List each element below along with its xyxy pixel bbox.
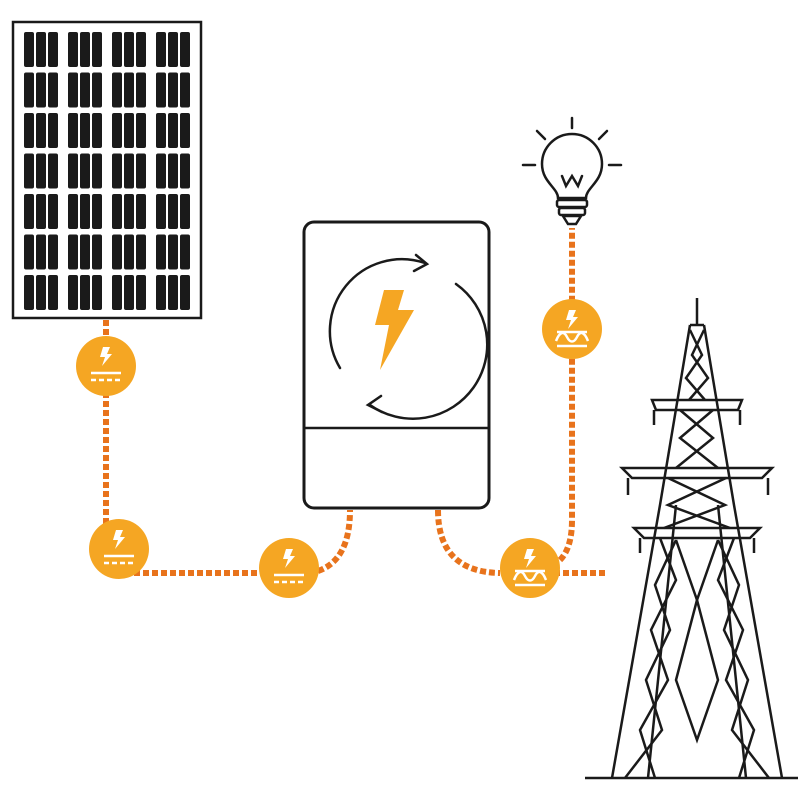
solar-cell [156,32,190,67]
solar-cell [156,153,190,189]
solar-cell [112,234,146,270]
solar-cell [24,275,58,310]
solar-cell [24,234,58,270]
solar-cell [24,113,58,148]
light-bulb-icon [521,116,623,226]
bolt-icon [566,310,578,329]
solar-cell [156,194,190,229]
solar-cell [68,234,102,270]
solar-cell [112,153,146,189]
solar-cell [112,72,146,108]
inverter-icon [302,220,491,510]
solar-cell [24,72,58,108]
solar-cell [112,113,146,148]
solar-cell [24,194,58,229]
solar-cell [24,32,58,67]
solar-cell [112,275,146,310]
bolt-icon [283,549,295,568]
dc-symbol-icon [89,519,149,579]
solar-cell [112,194,146,229]
solar-cell [68,113,102,148]
transmission-tower-icon [585,298,798,780]
current-badges [76,299,602,598]
ac-symbol-icon [500,538,560,598]
cycle-arrows-icon [328,253,489,420]
solar-cell [68,194,102,229]
lightning-bolt-icon [375,290,414,370]
solar-cells [24,32,190,310]
bolt-icon [524,549,536,568]
solar-cell [68,275,102,310]
wire-dc-to-inverter [316,509,353,574]
solar-cell [156,72,190,108]
dc-symbol-icon [259,538,319,598]
wire-inverter-out [435,509,501,576]
solar-panel-icon [11,20,203,320]
solar-cell [68,153,102,189]
dc-symbol-icon [76,336,136,396]
solar-cell [156,113,190,148]
solar-cell [68,72,102,108]
wire-ac-to-bulb [557,228,575,563]
ac-symbol-icon [542,299,602,359]
solar-cell [24,153,58,189]
solar-cell [156,234,190,270]
solar-cell [68,32,102,67]
bolt-icon [100,347,112,366]
bolt-icon [113,530,125,549]
solar-cell [112,32,146,67]
solar-cell [156,275,190,310]
